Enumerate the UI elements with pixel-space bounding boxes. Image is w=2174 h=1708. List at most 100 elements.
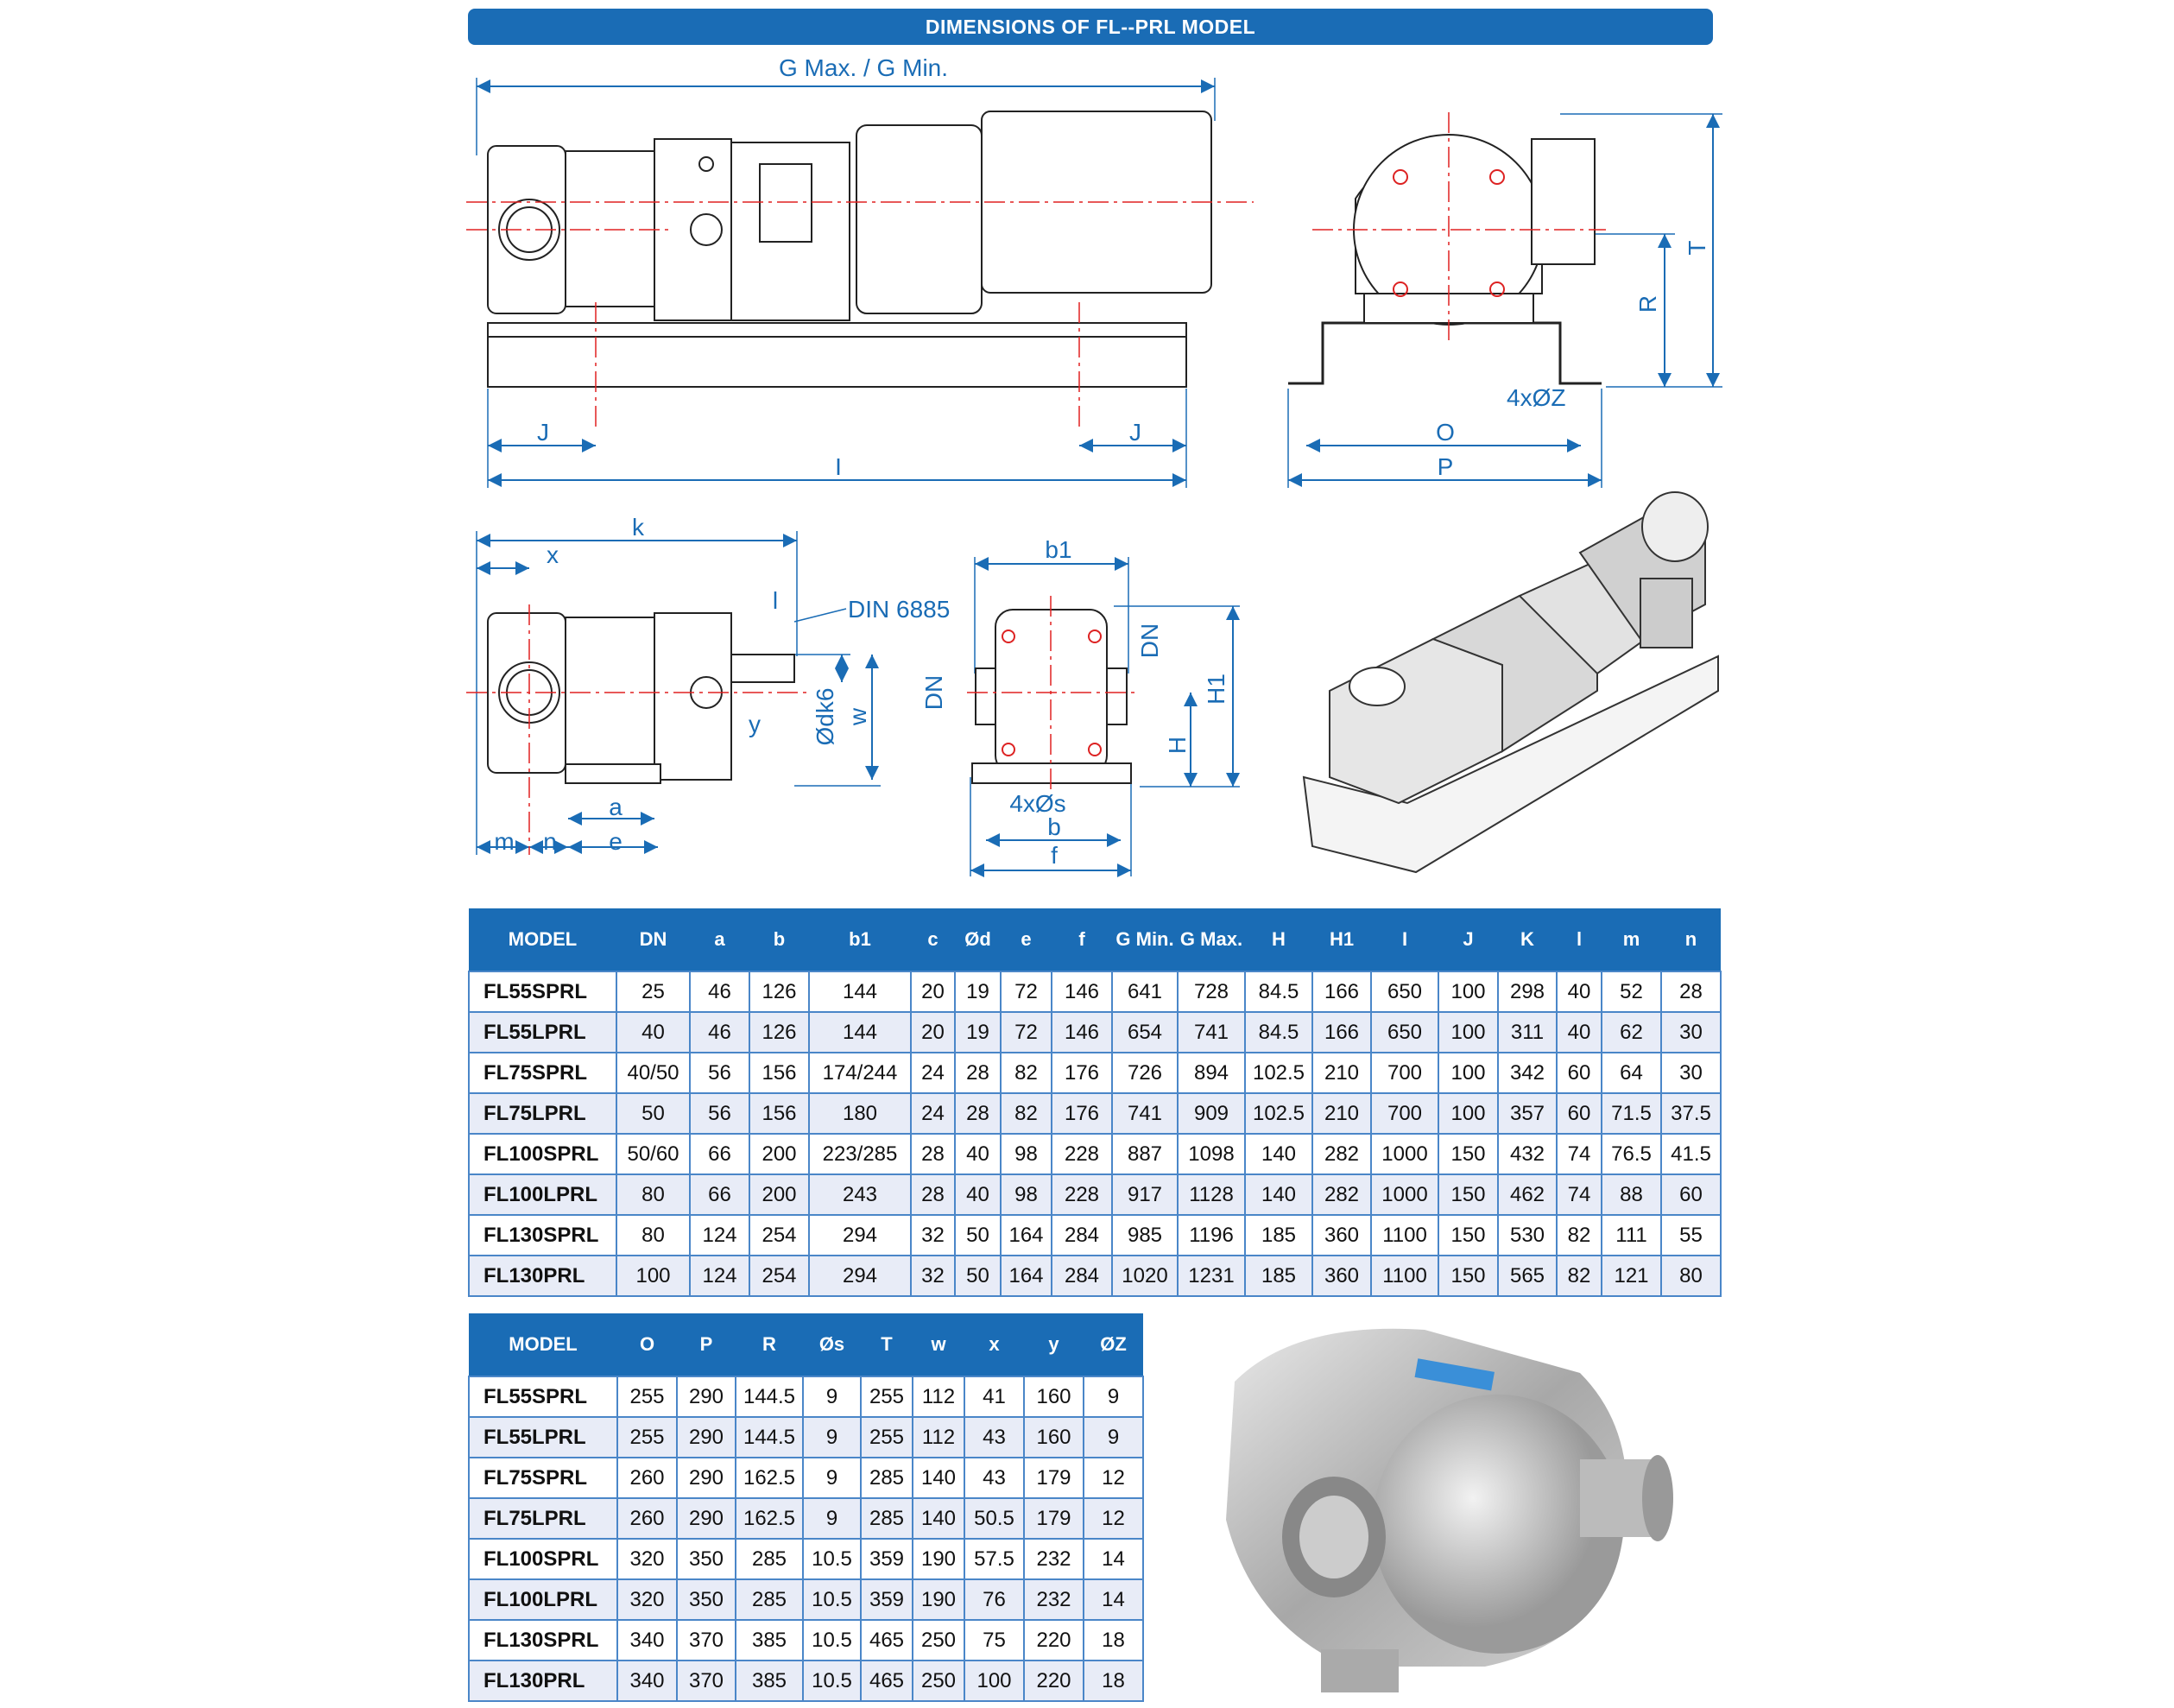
value-cell: 650	[1370, 1011, 1439, 1053]
model-cell: FL100LPRL	[468, 1578, 618, 1621]
value-cell: 164	[1000, 1255, 1052, 1297]
column-header: Ød	[955, 908, 1001, 971]
value-cell: 160	[1023, 1376, 1084, 1418]
value-cell: 284	[1051, 1255, 1113, 1297]
value-cell: 30	[1660, 1011, 1722, 1053]
value-cell: 71.5	[1601, 1092, 1662, 1135]
value-cell: 887	[1111, 1133, 1179, 1175]
value-cell: 10.5	[802, 1660, 862, 1702]
value-cell: 84.5	[1244, 971, 1313, 1013]
value-cell: 255	[616, 1416, 678, 1458]
value-cell: 144	[808, 971, 912, 1013]
value-cell: 1196	[1177, 1214, 1246, 1256]
value-cell: 50	[954, 1214, 1002, 1256]
value-cell: 40	[616, 1011, 691, 1053]
value-cell: 24	[910, 1052, 956, 1094]
value-cell: 1000	[1370, 1133, 1439, 1175]
value-cell: 60	[1660, 1173, 1722, 1216]
value-cell: 28	[954, 1092, 1002, 1135]
value-cell: 55	[1660, 1214, 1722, 1256]
value-cell: 985	[1111, 1214, 1179, 1256]
model-cell: FL75LPRL	[468, 1497, 618, 1540]
value-cell: 111	[1601, 1214, 1662, 1256]
value-cell: 385	[735, 1660, 804, 1702]
dim-b1-label: b1	[1045, 536, 1071, 563]
value-cell: 243	[808, 1173, 912, 1216]
model-cell: FL130PRL	[468, 1255, 617, 1297]
value-cell: 565	[1497, 1255, 1558, 1297]
value-cell: 66	[689, 1133, 750, 1175]
value-cell: 124	[689, 1255, 750, 1297]
model-cell: FL100SPRL	[468, 1538, 618, 1580]
value-cell: 102.5	[1244, 1052, 1313, 1094]
value-cell: 12	[1083, 1497, 1144, 1540]
dim-n-label: n	[543, 828, 557, 855]
value-cell: 28	[910, 1133, 956, 1175]
value-cell: 40	[1556, 971, 1602, 1013]
value-cell: 1098	[1177, 1133, 1246, 1175]
value-cell: 255	[860, 1416, 913, 1458]
value-cell: 156	[749, 1092, 810, 1135]
value-cell: 432	[1497, 1133, 1558, 1175]
value-cell: 40/50	[616, 1052, 691, 1094]
value-cell: 20	[910, 1011, 956, 1053]
value-cell: 18	[1083, 1660, 1144, 1702]
value-cell: 294	[808, 1214, 912, 1256]
value-cell: 228	[1051, 1173, 1113, 1216]
value-cell: 52	[1601, 971, 1662, 1013]
value-cell: 100	[964, 1660, 1025, 1702]
dim-dn-left-label: DN	[920, 675, 947, 710]
value-cell: 298	[1497, 971, 1558, 1013]
column-header: G Min.	[1112, 908, 1178, 971]
value-cell: 32	[910, 1255, 956, 1297]
value-cell: 210	[1311, 1052, 1372, 1094]
model-cell: FL55SPRL	[468, 971, 617, 1013]
value-cell: 140	[1244, 1173, 1313, 1216]
dim-o-label: O	[1436, 419, 1455, 446]
value-cell: 320	[616, 1538, 678, 1580]
value-cell: 19	[954, 971, 1002, 1013]
value-cell: 342	[1497, 1052, 1558, 1094]
value-cell: 144	[808, 1011, 912, 1053]
value-cell: 164	[1000, 1214, 1052, 1256]
value-cell: 359	[860, 1538, 913, 1580]
value-cell: 60	[1556, 1052, 1602, 1094]
column-header: c	[911, 908, 955, 971]
value-cell: 112	[912, 1416, 965, 1458]
value-cell: 294	[808, 1255, 912, 1297]
din-label: DIN 6885	[848, 596, 950, 623]
value-cell: 19	[954, 1011, 1002, 1053]
value-cell: 700	[1370, 1092, 1439, 1135]
model-cell: FL55LPRL	[468, 1416, 618, 1458]
value-cell: 166	[1311, 1011, 1372, 1053]
value-cell: 50	[954, 1255, 1002, 1297]
value-cell: 75	[964, 1619, 1025, 1661]
dim-h-label: H	[1164, 737, 1191, 754]
column-header: y	[1024, 1313, 1084, 1376]
value-cell: 43	[964, 1416, 1025, 1458]
value-cell: 1020	[1111, 1255, 1179, 1297]
value-cell: 121	[1601, 1255, 1662, 1297]
value-cell: 80	[616, 1214, 691, 1256]
column-header: I	[1371, 908, 1438, 971]
value-cell: 641	[1111, 971, 1179, 1013]
column-header: K	[1498, 908, 1557, 971]
value-cell: 162.5	[735, 1457, 804, 1499]
value-cell: 144.5	[735, 1376, 804, 1418]
value-cell: 112	[912, 1376, 965, 1418]
value-cell: 290	[676, 1457, 736, 1499]
model-cell: FL130SPRL	[468, 1619, 618, 1661]
value-cell: 82	[1000, 1092, 1052, 1135]
value-cell: 76.5	[1601, 1133, 1662, 1175]
value-cell: 462	[1497, 1173, 1558, 1216]
value-cell: 360	[1311, 1255, 1372, 1297]
value-cell: 282	[1311, 1133, 1372, 1175]
column-header: f	[1052, 908, 1112, 971]
value-cell: 200	[749, 1173, 810, 1216]
value-cell: 14	[1083, 1578, 1144, 1621]
